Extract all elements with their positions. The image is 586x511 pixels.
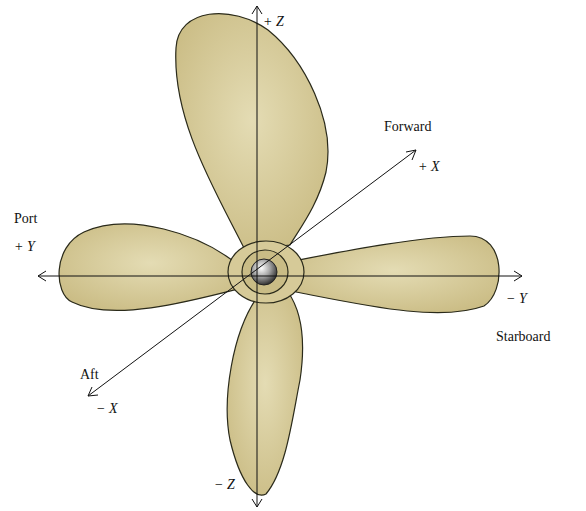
blades [59,14,499,496]
axis-label: − Z [214,478,235,492]
axis-label: + Y [14,240,35,254]
direction-label: Port [14,212,37,226]
axes [38,6,522,507]
axis-label: + X [418,160,440,174]
direction-label: Aft [80,368,99,382]
axis-label: + Z [263,15,284,29]
direction-label: Forward [384,120,431,134]
direction-label: Starboard [496,330,550,344]
axis-label: − Y [506,292,527,306]
axis-label: − X [96,402,118,416]
